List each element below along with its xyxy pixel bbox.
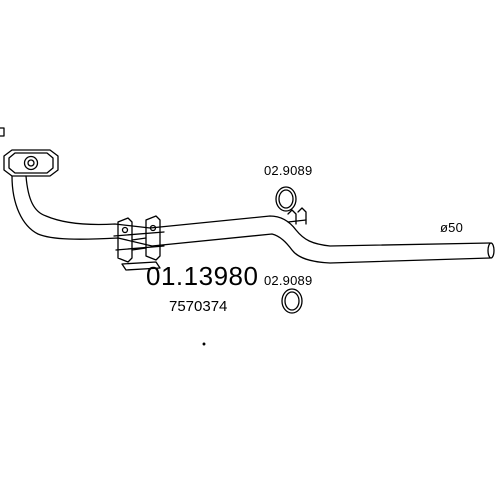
middle-flange-joint [113, 215, 165, 271]
stray-dot [202, 342, 206, 346]
diameter-label: ø50 [440, 220, 464, 235]
gasket-bottom-icon [281, 288, 303, 314]
gasket-top-label: 02.9089 [264, 163, 313, 178]
gasket-top-icon [275, 186, 297, 212]
inlet-flange [3, 149, 59, 177]
edge-mark [0, 127, 5, 137]
hanger-bracket [287, 207, 307, 225]
exhaust-pipe [11, 175, 495, 264]
part-number: 01.13980 [146, 261, 259, 291]
gasket-bottom-label: 02.9089 [264, 273, 313, 288]
oem-number: 7570374 [169, 298, 228, 315]
